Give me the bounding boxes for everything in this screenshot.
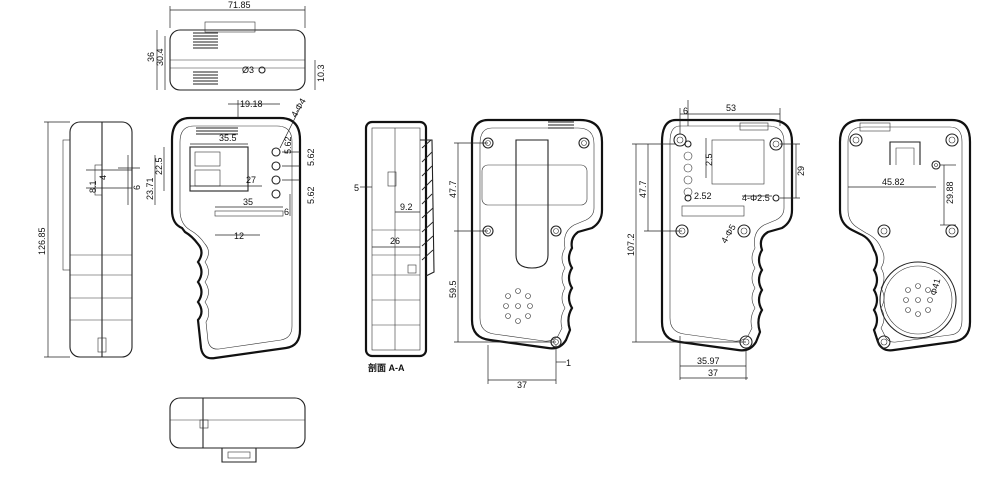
side-view: 126.85 8.1 4 6 23.71: [37, 121, 156, 358]
bottom-view: [169, 397, 306, 463]
speaker-d-29-88: 29.88: [945, 181, 955, 204]
d-35: 35: [243, 197, 253, 207]
d4-dim: 23.71: [145, 177, 155, 200]
back-view: 47.7 59.5 37 1: [448, 118, 604, 390]
d-5-62-c: 5.62: [306, 186, 316, 204]
back-d-59-5: 59.5: [448, 280, 458, 298]
inner-hole-label: 4-Φ2.5: [742, 193, 770, 203]
d-19-18: 19.18: [240, 99, 263, 109]
inner-d-107-2: 107.2: [626, 233, 636, 256]
speaker-d-45-82: 45.82: [882, 177, 905, 187]
inner-outline: [660, 118, 794, 352]
d-12: 12: [234, 231, 244, 241]
inner-view: 53 6 47.7 107.2 2.5 29 2.52 4-Φ2.5 4-Φ5 …: [626, 100, 806, 380]
speaker-d-41: Φ41: [928, 277, 942, 296]
inner-screw-label: 4-Φ5: [719, 223, 738, 245]
d-5-62-b: 5.62: [306, 148, 316, 166]
inner-d-53: 53: [726, 103, 736, 113]
inner-height-dim: 30.4: [155, 48, 165, 66]
d-27: 27: [246, 175, 256, 185]
section-view: 5 9.2 26 剖面 A-A: [354, 120, 435, 373]
d3-dim: 6: [132, 185, 142, 190]
top-view: Ø3 71.85 36 30.4 10.3: [146, 0, 326, 91]
back-d-37: 37: [517, 380, 527, 390]
total-height-dim: 126.85: [37, 227, 47, 255]
d-5: 5: [354, 183, 359, 193]
inner-d-6: 6: [683, 106, 688, 116]
offset-dim: 10.3: [316, 64, 326, 82]
d-9-2: 9.2: [400, 202, 413, 212]
front-view: 35.5 22.5 27 35 12 19.18 4-Φ4 5.62 5.62 …: [154, 97, 316, 360]
width-dim: 71.85: [228, 0, 251, 10]
speaker-outline: [838, 118, 972, 352]
d-35-5: 35.5: [219, 133, 237, 143]
inner-d-35-97: 35.97: [697, 356, 720, 366]
d-26: 26: [390, 236, 400, 246]
front-outline: [170, 116, 302, 360]
back-d-1: 1: [566, 358, 571, 368]
back-outline: [470, 118, 604, 350]
inner-d-37: 37: [708, 368, 718, 378]
d-5-62-a: 5.62: [283, 136, 293, 154]
inner-d-29: 29: [796, 166, 806, 176]
d2-dim: 4: [98, 175, 108, 180]
d1-dim: 8.1: [88, 180, 98, 193]
d-22-5: 22.5: [154, 157, 164, 175]
speaker-view: Φ41 45.82 29.88: [838, 118, 972, 352]
inner-d-47-7: 47.7: [638, 180, 648, 198]
back-d-47-7: 47.7: [448, 180, 458, 198]
inner-d-2-52: 2.52: [694, 191, 712, 201]
hole-dim: Ø3: [242, 65, 254, 75]
height-dim: 36: [146, 52, 156, 62]
inner-d-2-5: 2.5: [704, 153, 714, 166]
section-label: 剖面 A-A: [368, 362, 405, 373]
d-6: 6: [284, 207, 289, 217]
screw-label: 4-Φ4: [289, 97, 308, 119]
